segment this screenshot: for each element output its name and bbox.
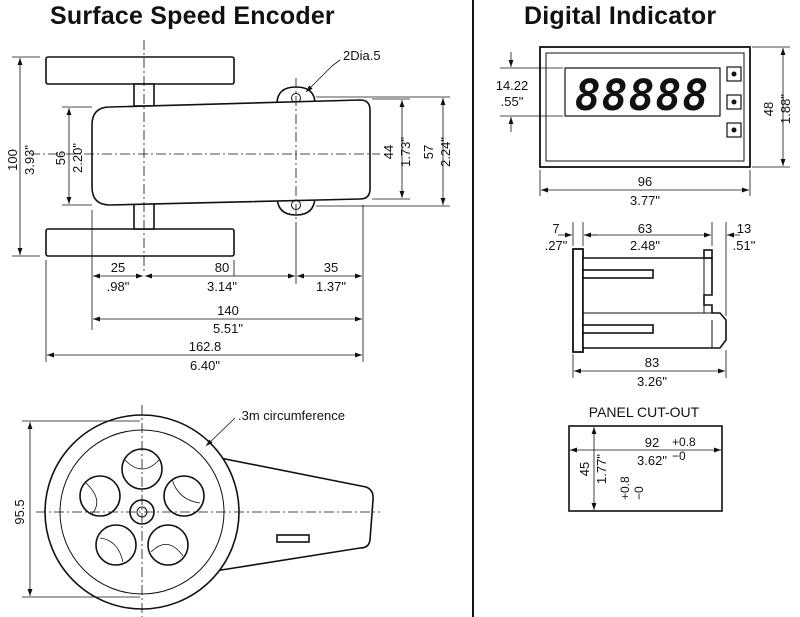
dim-3-26: 3.26" (637, 374, 667, 389)
panel-cutout-view: PANEL CUT-OUT 92 3.62" +0.8 −0 45 1.77" … (568, 404, 723, 512)
spoke-hole-icon (163, 475, 205, 517)
spoke-hole-icon (79, 475, 121, 517)
side-slot-2 (582, 324, 654, 334)
dim-45: 45 (577, 462, 592, 476)
indicator-title: Digital Indicator (524, 2, 717, 30)
circumference-label: .3m circumference (238, 408, 345, 423)
tol-width-plus: +0.8 (672, 435, 696, 449)
encoder-body (91, 99, 371, 206)
cutout-label: PANEL CUT-OUT (589, 404, 700, 420)
led-display: 88888 (575, 71, 709, 121)
encoder-arm (204, 454, 374, 572)
dim-2-20: 2.20" (70, 143, 85, 173)
spoke-hole-icon (95, 524, 137, 566)
side-slot-1 (582, 269, 654, 279)
top-wheel (45, 56, 235, 85)
dim-14-22: 14.22 (496, 78, 529, 93)
dim-2-24: 2.24" (438, 137, 453, 167)
dim-3-77: 3.77" (630, 193, 660, 208)
indicator-inner-frame (545, 52, 745, 162)
dim-3-93: 3.93" (22, 145, 37, 175)
dim-56: 56 (53, 151, 68, 165)
tol-height-plus: +0.8 (618, 476, 632, 500)
tol-width-minus: −0 (672, 449, 686, 463)
dim-83: 83 (645, 355, 659, 370)
encoder-side-view: .3m circumference 95.5 (12, 405, 380, 617)
encoder-title: Surface Speed Encoder (50, 2, 335, 30)
led-window (564, 67, 721, 117)
dim-98: .98" (107, 279, 130, 294)
dim-140: 140 (217, 303, 239, 318)
dim-3-14: 3.14" (207, 279, 237, 294)
dim-92: 92 (645, 435, 659, 450)
dim-1-88: 1.88" (778, 94, 793, 124)
dim-48: 48 (761, 102, 776, 116)
dim-100: 100 (5, 149, 20, 171)
dim-5-51: 5.51" (213, 321, 243, 336)
dim-1-77: 1.77" (594, 454, 609, 484)
dim-162-8: 162.8 (189, 339, 222, 354)
dim-57: 57 (421, 145, 436, 159)
dim-51: .51" (733, 238, 756, 253)
dim-13: 13 (737, 221, 751, 236)
dim-80: 80 (215, 260, 229, 275)
indicator-side-view: 7 .27" 63 2.48" 13 .51" 83 3.26" (545, 221, 756, 389)
dim-25: 25 (111, 260, 125, 275)
dim-1-37: 1.37" (316, 279, 346, 294)
dim-44: 44 (381, 145, 396, 159)
tol-height-minus: −0 (632, 486, 646, 500)
hole-label: 2Dia.5 (343, 48, 381, 63)
dim-1-73: 1.73" (398, 137, 413, 167)
side-tab-top (703, 249, 713, 259)
dim-95-5: 95.5 (12, 499, 27, 524)
dim-6-40: 6.40" (190, 358, 220, 373)
dim-63: 63 (638, 221, 652, 236)
dim-55: .55" (501, 94, 524, 109)
dim-7: 7 (552, 221, 559, 236)
arm-tab (276, 534, 310, 543)
dim-27: .27" (545, 238, 568, 253)
side-bezel (572, 248, 584, 353)
dim-96: 96 (638, 174, 652, 189)
encoder-top-view: 2Dia.5 100 3.93" 56 2.20" 44 1.73" 57 2.… (5, 40, 453, 373)
dim-3-62: 3.62" (637, 453, 667, 468)
section-divider (472, 0, 474, 617)
spoke-hole-icon (147, 524, 189, 566)
bottom-wheel (45, 228, 235, 257)
dim-2-48: 2.48" (630, 238, 660, 253)
dim-35: 35 (324, 260, 338, 275)
indicator-front-view: 88888 14.22 .55" 48 1.88" 96 3.77" (496, 46, 793, 208)
